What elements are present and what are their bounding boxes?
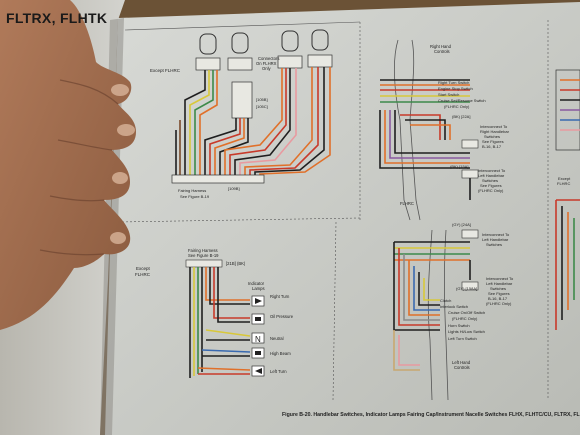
- left-bottom-wire-bundle: [393, 241, 471, 371]
- svg-text:Cruise Set/Resume Switch: Cruise Set/Resume Switch: [438, 98, 486, 103]
- connector-15a: [461, 169, 479, 179]
- svg-text:Cruise On/Off Switch: Cruise On/Off Switch: [448, 310, 485, 315]
- connector-21b: [185, 259, 223, 268]
- svg-text:(FLHRC Only): (FLHRC Only): [444, 104, 470, 109]
- svg-text:Left Turn Switch: Left Turn Switch: [448, 336, 477, 341]
- svg-text:Clutch: Clutch: [440, 298, 451, 303]
- ref-105c: [105C]: [256, 104, 268, 109]
- svg-text:Engine Stop Switch: Engine Stop Switch: [438, 86, 473, 91]
- far-right-partial-diagram: [555, 69, 580, 330]
- connector-21b-label: [21B] (BK): [226, 261, 246, 266]
- svg-text:(FLHRC Only): (FLHRC Only): [452, 316, 478, 321]
- far-right-except-label: Except FLHRC: [557, 176, 571, 186]
- ref-105b: [105B]: [256, 97, 268, 102]
- fairing-harness-label-1: Fairing Harness: [178, 188, 206, 193]
- indicator-lamp-glyphs: N: [255, 298, 262, 374]
- left-switch-labels: Clutch Interlock Switch Cruise On/Off Sw…: [440, 298, 485, 341]
- panel-divider-horizontal: [117, 217, 361, 223]
- fairing-harness-label-2: See Figure B-19: [180, 194, 210, 199]
- lamp-label-neutral: Neutral: [270, 336, 284, 341]
- connector-blocks: [195, 54, 333, 119]
- top-left-wire-bundle: [175, 67, 331, 175]
- lamp-label-high-beam: High Beam: [270, 351, 291, 356]
- except-flhrc-label-2: Except FLHRC: [135, 266, 151, 277]
- page-header: FLTRX, FLHTK: [6, 10, 108, 26]
- interconnect-bottom-label-2: Interconnect To Left Handlebar Switches …: [486, 276, 514, 306]
- panel-border-top: [124, 21, 361, 31]
- interconnect-left-label: Interconnect To Left Handlebar Switches …: [478, 168, 506, 193]
- right-switch-labels: Right Turn Switch Engine Stop Switch Sta…: [438, 80, 486, 109]
- indicator-lamps-title: Indicator Lamps: [248, 281, 265, 291]
- indicator-wire-bundle: [189, 267, 251, 378]
- flhrc-label: FLHRC: [400, 201, 414, 206]
- harness-bottom-label: Fairing Harness See Figure B-19: [188, 248, 219, 258]
- lamp-label-left-turn: Left Turn: [270, 369, 287, 374]
- svg-text:Horn Switch: Horn Switch: [448, 323, 470, 328]
- svg-text:N: N: [255, 335, 261, 344]
- figure-caption: Figure B-20. Handlebar Switches, Indicat…: [282, 412, 580, 418]
- hand: [0, 0, 136, 330]
- svg-text:Start Switch: Start Switch: [438, 92, 459, 97]
- left-hand-controls-label: Left Hand Controls: [452, 360, 471, 370]
- svg-text:Lights Hi/Low Switch: Lights Hi/Low Switch: [448, 329, 485, 334]
- bk-15a-label: (BK) [15A]: [450, 164, 468, 169]
- interconnect-bottom-label: Interconnect To Left Handlebar Switches: [482, 232, 510, 247]
- connector-22a: [461, 139, 479, 149]
- gy-158a-label: (GY) [158A]: [456, 286, 477, 291]
- svg-text:Right Turn Switch: Right Turn Switch: [438, 80, 469, 85]
- connector-158a: [461, 281, 479, 291]
- switch-housings: [199, 29, 329, 55]
- lamp-label-oil-pressure: Oil Pressure: [270, 314, 294, 319]
- panel-divider-lower: [332, 221, 337, 401]
- ref-109b: [109B]: [228, 186, 240, 191]
- gy-24a-label: (GY) [24A]: [452, 222, 471, 227]
- fairing-harness-connector: [171, 174, 265, 184]
- lamp-label-right-turn: Right Turn: [270, 294, 290, 299]
- connector-24a: [461, 229, 479, 239]
- except-flhrc-label: Except FLHRC: [150, 68, 181, 73]
- connectors-note: Connectors On FLHRX Only: [256, 56, 281, 71]
- svg-text:Interlock Switch: Interlock Switch: [440, 304, 468, 309]
- bk-22a-label: (BK) [22A]: [452, 114, 470, 119]
- right-hand-controls-label: Right Hand Controls: [430, 44, 452, 54]
- interconnect-right-label: Interconnect To Right Handlebar Switches…: [480, 124, 510, 149]
- right-top-wire-bundle: [379, 79, 471, 200]
